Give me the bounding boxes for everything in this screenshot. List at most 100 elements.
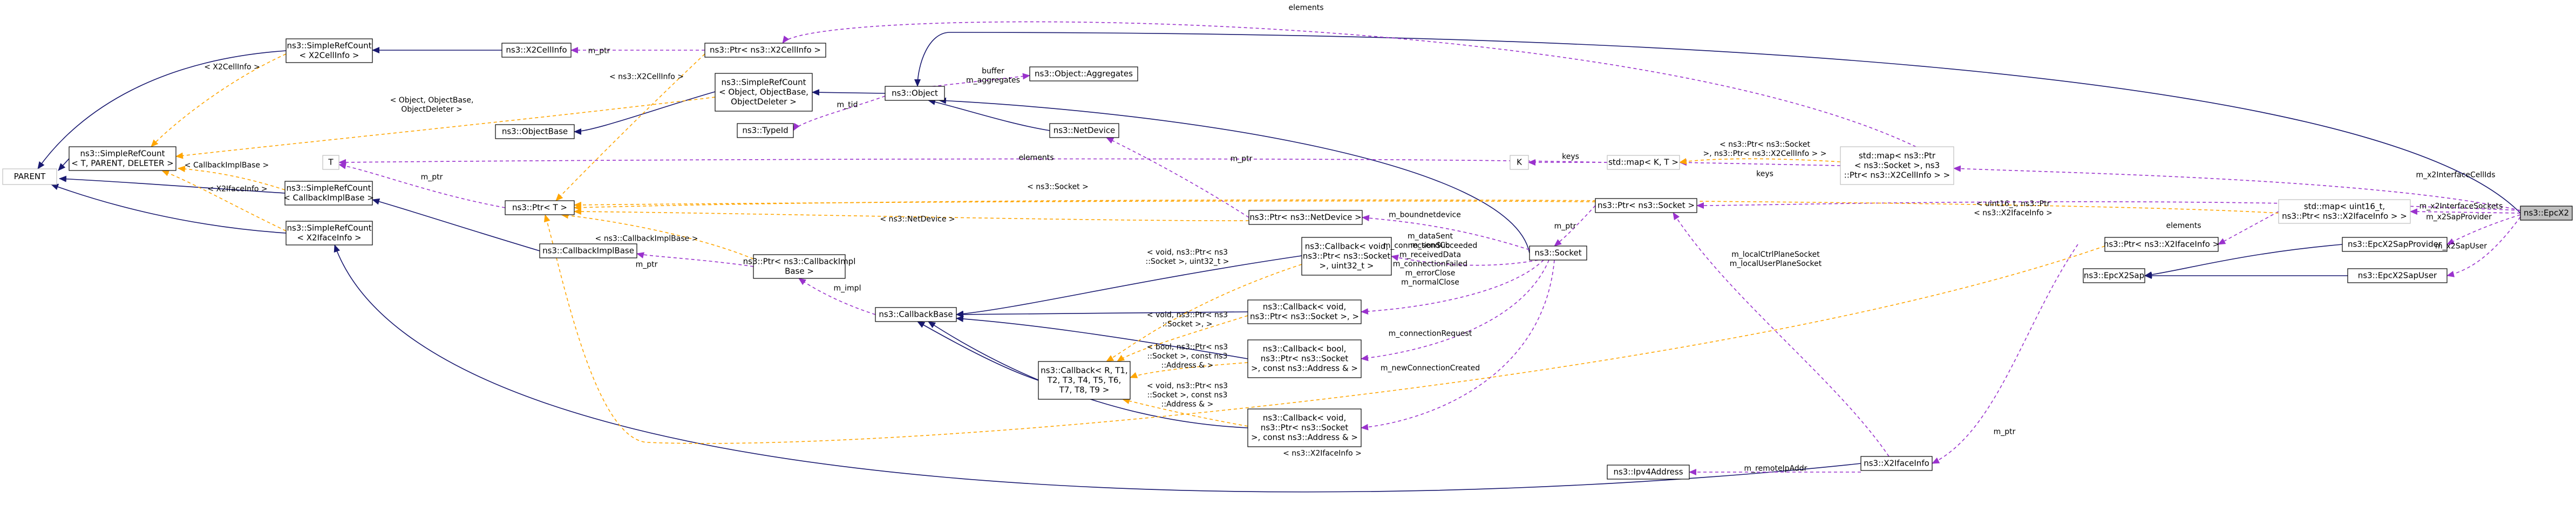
node-box	[1301, 237, 1392, 276]
class-node-ptr-socket[interactable]: ns3::Ptr< ns3::Socket >	[1595, 198, 1697, 213]
inheritance-edge	[58, 158, 70, 171]
template-edge	[1679, 158, 1841, 165]
class-node-epcx2sapuser[interactable]: ns3::EpcX2SapUser	[2347, 268, 2448, 283]
template-edge	[178, 166, 286, 190]
class-node-ptr-netdevice[interactable]: ns3::Ptr< ns3::NetDevice >	[1248, 210, 1363, 225]
class-node-callback-template[interactable]: ns3::Callback< R, T1,T2, T3, T4, T5, T6,…	[1038, 361, 1131, 400]
class-node-ptr-x2ifaceinfo[interactable]: ns3::Ptr< ns3::X2IfaceInfo >	[2104, 237, 2219, 252]
class-node-x2cellinfo[interactable]: ns3::X2CellInfo	[501, 43, 572, 58]
usage-edge	[2218, 211, 2279, 245]
template-argument-label: < Object, ObjectBase,	[390, 96, 474, 105]
usage-edge	[1953, 165, 2521, 211]
member-name-label: elements	[1288, 3, 1323, 12]
node-label: ns3::Ptr< ns3::Socket >, >	[1250, 312, 1359, 322]
node-box	[1860, 456, 1933, 471]
node-box	[505, 200, 575, 215]
class-node-parent[interactable]: PARENT	[2, 168, 57, 185]
node-label: ns3::Ptr< ns3::X2IfaceInfo > >	[2282, 211, 2407, 221]
inheritance-edge	[59, 175, 286, 194]
class-node-simplerefcount-object[interactable]: ns3::SimpleRefCount< Object, ObjectBase,…	[715, 73, 813, 112]
node-box	[1247, 339, 1362, 378]
node-label: ns3::EpcX2	[2524, 208, 2569, 218]
class-node-socket[interactable]: ns3::Socket	[1529, 245, 1587, 261]
class-node-epcx2sapprovider[interactable]: ns3::EpcX2SapProvider	[2342, 237, 2448, 252]
class-node-simplerefcount-callbackimplbase[interactable]: ns3::SimpleRefCount< CallbackImplBase >	[283, 181, 374, 206]
node-label: ns3::X2IfaceInfo	[1864, 459, 1929, 468]
node-label: ns3::EpcX2Sap	[2084, 271, 2144, 281]
node-label: ns3::Ptr< ns3::Socket >	[1598, 201, 1695, 210]
template-argument-label: < void, ns3::Ptr< ns3	[1147, 311, 1228, 319]
usage-edge	[1932, 244, 2078, 464]
class-node-objectbase[interactable]: ns3::ObjectBase	[495, 124, 575, 139]
member-name-label: m_dataSent	[1408, 232, 1453, 241]
member-name-label: m_ptr	[588, 46, 610, 55]
class-node-map-k-t[interactable]: std::map< K, T >	[1607, 155, 1680, 170]
node-label: >, uint32_t >	[1320, 261, 1374, 271]
inheritance-edge	[372, 198, 540, 251]
class-node-callback-socket[interactable]: ns3::Callback< void,ns3::Ptr< ns3::Socke…	[1247, 299, 1362, 324]
template-edge	[574, 200, 1596, 208]
class-node-t[interactable]: T	[322, 155, 339, 170]
class-node-map-uint-ifaceinfo[interactable]: std::map< uint16_t,ns3::Ptr< ns3::X2Ifac…	[2278, 199, 2411, 224]
node-box	[2342, 237, 2448, 252]
node-box	[753, 254, 846, 279]
node-label: ns3::Callback< R, T1,	[1041, 366, 1127, 376]
node-label: ObjectDeleter >	[731, 97, 797, 107]
template-edge	[561, 212, 754, 260]
template-argument-label: < bool, ns3::Ptr< ns3	[1147, 343, 1228, 351]
usage-edge	[338, 158, 1608, 166]
member-name-label: m_x2InterfaceSockets	[2419, 202, 2503, 210]
template-edge	[1122, 398, 1248, 427]
node-label: ns3::Socket	[1534, 248, 1581, 258]
template-argument-label: ::Address & >	[1161, 361, 1214, 370]
template-edge	[574, 208, 1249, 221]
node-label: < X2CellInfo >	[300, 51, 359, 60]
node-label: ns3::Object	[892, 88, 938, 98]
template-edge	[151, 53, 287, 147]
node-box	[1247, 299, 1362, 324]
member-name-label: m_ptr	[1231, 154, 1253, 163]
template-argument-label: >, ns3::Ptr< ns3::X2CellInfo > >	[1703, 149, 1826, 158]
template-argument-label: < ns3::Socket >	[1027, 182, 1089, 191]
class-node-simplerefcount-x2ifaceinfo[interactable]: ns3::SimpleRefCount< X2IfaceInfo >	[286, 221, 373, 245]
class-node-ptr-callbackimplbase[interactable]: ns3::Ptr< ns3::CallbackImplBase >	[743, 254, 856, 279]
node-label: >, const ns3::Address & >	[1251, 433, 1358, 442]
class-node-x2ifaceinfo[interactable]: ns3::X2IfaceInfo	[1860, 456, 1933, 471]
usage-edge	[1361, 260, 1544, 315]
node-label: < X2IfaceInfo >	[297, 233, 361, 243]
class-node-simplerefcount-template[interactable]: ns3::SimpleRefCount< T, PARENT, DELETER …	[69, 146, 176, 171]
node-box	[69, 146, 176, 171]
class-node-netdevice[interactable]: ns3::NetDevice	[1049, 123, 1119, 138]
node-box	[1247, 408, 1362, 447]
class-node-ptr-t[interactable]: ns3::Ptr< T >	[505, 200, 575, 215]
class-node-map-socket-cellinfo[interactable]: std::map< ns3::Ptr< ns3::Socket >, ns3::…	[1840, 146, 1954, 185]
inheritance-edge	[812, 89, 886, 96]
node-label: T2, T3, T4, T5, T6,	[1047, 376, 1121, 385]
class-node-ipv4address[interactable]: ns3::Ipv4Address	[1607, 465, 1690, 480]
usage-edge	[1361, 260, 1549, 361]
class-node-epcx2[interactable]: ns3::EpcX2	[2520, 206, 2573, 221]
template-edge	[555, 53, 705, 201]
class-node-aggregates[interactable]: ns3::Object::Aggregates	[1029, 66, 1138, 81]
member-name-label: m_connectionRequest	[1389, 329, 1472, 338]
class-node-object[interactable]: ns3::Object	[885, 86, 945, 101]
node-label: ns3::CallbackImplBase	[542, 246, 634, 256]
class-node-typeid[interactable]: ns3::TypeId	[737, 123, 794, 138]
class-node-epcx2sap[interactable]: ns3::EpcX2Sap	[2083, 268, 2145, 283]
class-node-simplerefcount-x2cellinfo[interactable]: ns3::SimpleRefCount< X2CellInfo >	[286, 38, 373, 63]
node-box	[704, 43, 826, 58]
member-name-label: m_errorClose	[1405, 269, 1456, 277]
node-label: ns3::SimpleRefCount	[80, 149, 165, 159]
class-node-callback-bool-socket-addr[interactable]: ns3::Callback< bool,ns3::Ptr< ns3::Socke…	[1247, 339, 1362, 378]
class-node-callbackbase[interactable]: ns3::CallbackBase	[875, 307, 957, 322]
class-node-callback-socket-uint[interactable]: ns3::Callback< void,ns3::Ptr< ns3::Socke…	[1301, 237, 1392, 276]
node-label: ns3::Ptr< ns3::Socket	[1261, 354, 1349, 364]
node-label: ns3::Ipv4Address	[1613, 467, 1683, 477]
class-node-ptr-x2cellinfo[interactable]: ns3::Ptr< ns3::X2CellInfo >	[704, 43, 826, 58]
class-node-callback-void-socket-addr[interactable]: ns3::Callback< void,ns3::Ptr< ns3::Socke…	[1247, 408, 1362, 447]
usage-edge	[1673, 212, 1889, 457]
class-node-callbackimplbase[interactable]: ns3::CallbackImplBase	[539, 243, 637, 258]
node-box	[286, 38, 373, 63]
node-box	[2083, 268, 2145, 283]
class-node-k[interactable]: K	[1510, 155, 1529, 170]
